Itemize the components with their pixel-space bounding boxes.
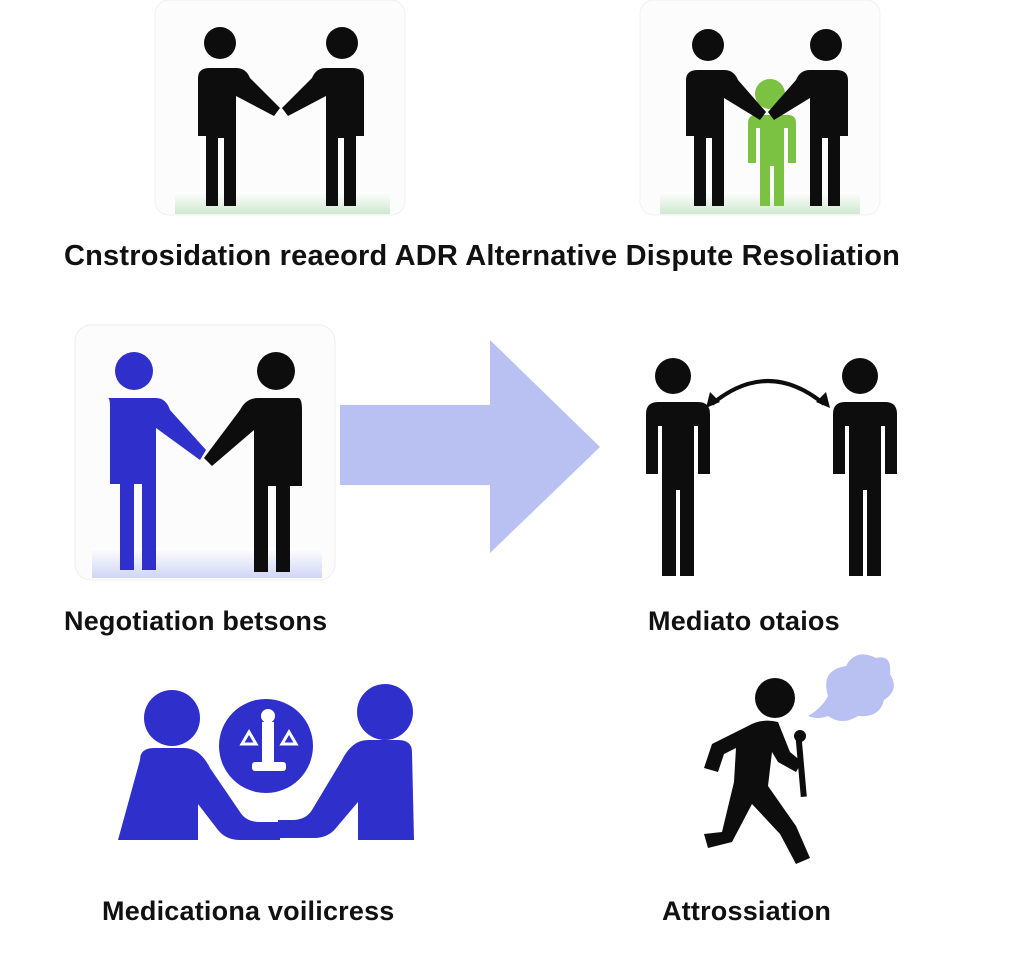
runner-panel: [704, 654, 894, 864]
mediation-label: Mediato otaios: [648, 606, 840, 636]
scales-of-justice-icon: [219, 699, 313, 793]
person-blue-icon: [108, 352, 206, 570]
thought-cloud-icon: [808, 654, 894, 721]
mediator-panel: [639, 0, 881, 216]
double-arrow-icon: [710, 379, 826, 406]
person-left-icon: [646, 358, 710, 576]
person-right-icon: [833, 358, 897, 576]
page-title: Cnstrosidation reaeord ADR Alternative D…: [64, 240, 901, 272]
person-left-icon: [118, 690, 280, 840]
person-left-icon: [198, 27, 280, 206]
right-arrow-icon: [340, 340, 600, 553]
person-left-icon: [686, 29, 766, 206]
person-right-icon: [278, 684, 414, 840]
medication-label: Medicationa voilicress: [102, 896, 395, 926]
negotiation-label: Negotiation betsons: [64, 606, 328, 636]
handshake-panel: [154, 0, 406, 216]
arbitration-scene: [118, 684, 414, 840]
person-right-icon: [768, 29, 848, 206]
person-right-icon: [282, 27, 364, 206]
negotiation-panel: [74, 324, 336, 581]
running-person-icon: [704, 678, 810, 864]
mediation-panel: [646, 358, 897, 576]
arbitration-label: Attrossiation: [662, 896, 832, 926]
person-black-icon: [204, 352, 302, 572]
